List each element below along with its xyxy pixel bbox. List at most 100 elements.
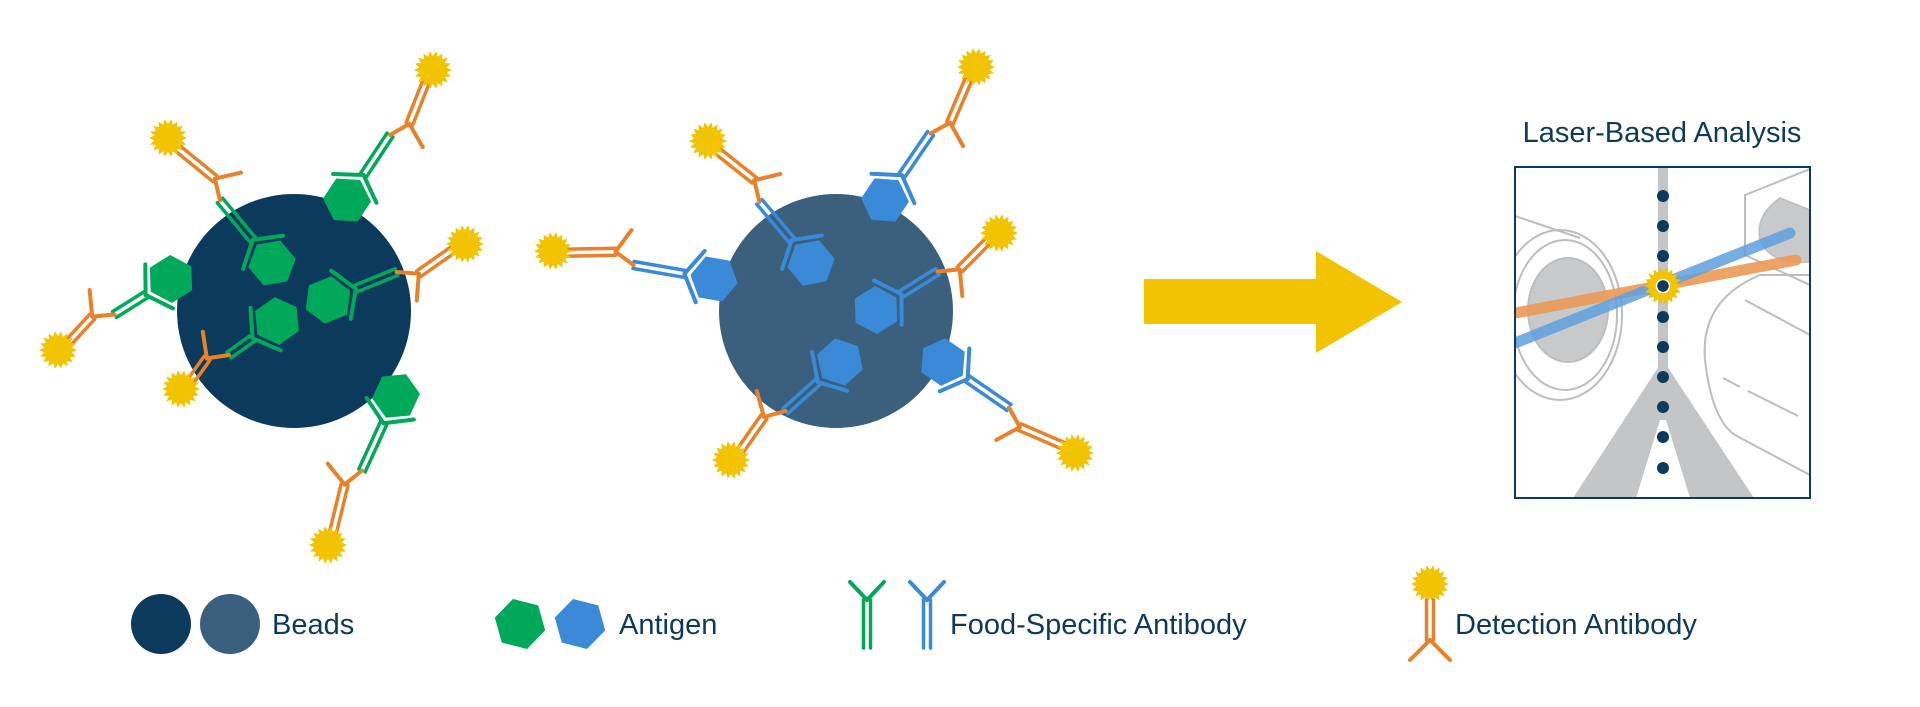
capture-antibody-arm — [381, 417, 416, 426]
antibody-arm — [848, 580, 869, 602]
capture-antibody-arm — [364, 395, 386, 426]
capture-antibody-arm — [872, 278, 904, 297]
stem-line — [739, 417, 769, 458]
legend-antigen-green-icon — [494, 599, 546, 649]
bead-dot — [1657, 431, 1669, 443]
detection-antibody-arm — [752, 171, 783, 183]
capture-antibody-arm — [965, 346, 972, 382]
detection-antibody-stem — [710, 144, 759, 185]
stem-line — [404, 75, 426, 125]
capture-antibody-arm — [143, 292, 175, 311]
antibody-arm — [1408, 638, 1432, 662]
stem-line — [631, 266, 686, 280]
legend: Beads Antigen Food-Specific Antibody Det… — [131, 565, 1697, 662]
stem-line — [945, 72, 969, 124]
stem-line — [327, 481, 343, 537]
detection-antibody-arm — [1007, 405, 1022, 430]
bead-dot — [1657, 190, 1669, 202]
stem-line — [561, 246, 618, 251]
legend-antibody-blue-icon — [908, 580, 946, 650]
stem-line — [67, 317, 97, 349]
detection-antibody-arm — [948, 120, 966, 149]
fluorophore-star-icon — [534, 232, 572, 270]
detection-antibody-arm — [90, 312, 117, 319]
stem-line — [363, 422, 389, 474]
detection-antibody-arm — [388, 121, 412, 137]
stem-line — [1019, 422, 1070, 446]
bead-dot — [1657, 220, 1669, 232]
stem-line — [967, 374, 1013, 407]
stem-line — [714, 144, 759, 180]
sandwich-assembly — [534, 228, 738, 305]
capture-antibody-arm — [899, 173, 917, 206]
stem-line — [229, 339, 257, 360]
sandwich-assembly — [149, 119, 296, 286]
capture-antibody-stem — [755, 197, 797, 245]
fluorophore-star-icon — [149, 119, 187, 157]
fluorophore-star-icon — [689, 122, 727, 160]
flow-channel — [1658, 167, 1668, 367]
bead-dot-excited — [1655, 278, 1671, 294]
bead-dot — [1657, 250, 1669, 262]
stem-line — [215, 200, 252, 244]
antigen-hexagon-icon — [305, 276, 351, 324]
capture-antibody-stem — [110, 290, 150, 320]
fluorophore-star-icon — [980, 214, 1018, 252]
antibody-arm — [925, 580, 946, 602]
capture-antibody-arm — [810, 350, 820, 385]
stem-line — [220, 196, 258, 240]
bead-dot — [1657, 462, 1669, 474]
capture-antibody-arm — [780, 238, 794, 272]
capture-antibody-stem — [631, 259, 687, 280]
capture-antibody-arm — [241, 237, 255, 271]
antigen-hexagon-icon — [817, 338, 863, 386]
bead-dot — [1657, 371, 1669, 383]
detection-antibody-stem — [170, 141, 219, 184]
antibody-stem — [921, 598, 933, 650]
antigen-hexagon-icon — [149, 255, 193, 303]
flow-cone — [1573, 360, 1754, 498]
legend-bead-light-icon — [200, 594, 260, 654]
fluorophore-star-icon — [957, 48, 995, 86]
bead-light — [719, 194, 953, 428]
stem-line — [190, 358, 212, 388]
detection-antibody-arm — [325, 461, 347, 487]
fluorophore-star-icon — [309, 526, 347, 564]
sandwich-assembly — [305, 225, 484, 324]
laser-analysis-title: Laser-Based Analysis — [1523, 117, 1802, 149]
antigen-hexagon-icon — [861, 178, 909, 222]
stem-line — [174, 141, 219, 178]
stem-line — [62, 312, 92, 345]
fluorophore-star-icon — [1411, 565, 1449, 603]
capture-antibody-stem — [352, 267, 400, 294]
antigen-hexagon-icon — [323, 178, 371, 222]
legend-antigen-blue-icon — [554, 599, 606, 649]
detection-antibody-arm — [394, 270, 421, 276]
detection-antibody-stem — [404, 75, 433, 127]
detection-antibody-arm — [994, 425, 1022, 443]
stem-line — [955, 234, 990, 269]
antigen-hexagon-icon — [921, 338, 965, 386]
stem-line — [110, 290, 146, 314]
stem-line — [415, 243, 456, 273]
stem-line — [632, 259, 687, 273]
stem-line — [897, 129, 930, 176]
detection-antibody-arm — [613, 228, 634, 254]
laser-analysis-panel — [1514, 166, 1811, 499]
capture-antibody-arm — [361, 172, 379, 205]
antibody-arm — [908, 580, 929, 602]
antibody-arm — [865, 580, 886, 602]
detection-antibody-arm — [342, 468, 364, 487]
sandwich-assembly — [712, 338, 863, 479]
sandwich-assembly — [921, 338, 1094, 472]
detection-antibody-arm — [87, 287, 95, 319]
stem-line — [786, 382, 822, 416]
stem-line — [1016, 428, 1068, 453]
sandwich-assembly — [689, 122, 835, 286]
legend-antigen-label: Antigen — [619, 609, 717, 641]
capture-antibody-arm — [329, 268, 358, 291]
stem-line — [225, 333, 253, 354]
sandwich-assembly — [323, 51, 452, 222]
capture-antibody-stem — [897, 129, 936, 179]
